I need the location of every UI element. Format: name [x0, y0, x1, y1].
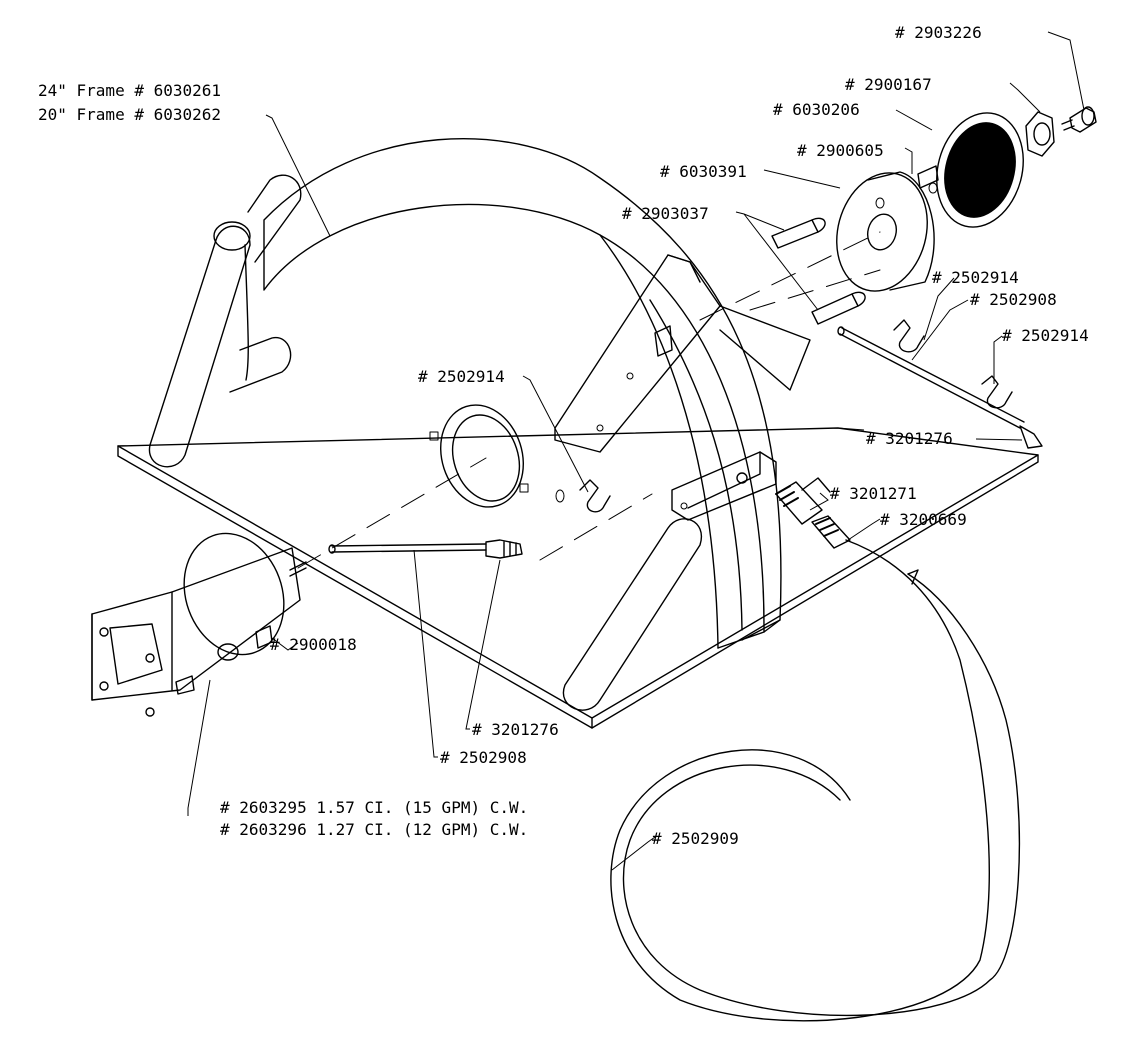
center-lines — [297, 231, 881, 569]
label-3201276-top: # 3201276 — [866, 429, 953, 448]
tube-2502908-bottom — [328, 539, 523, 559]
swivel-block — [671, 451, 777, 521]
label-3200669: # 3200669 — [880, 510, 967, 529]
leader-lines — [187, 31, 1085, 871]
hydraulic-motor — [91, 532, 307, 717]
bolt-2903037-upper — [771, 217, 826, 249]
tube-2502908-top — [837, 326, 1043, 449]
clamp-2502914-mid — [579, 479, 611, 513]
label-2502908-top: # 2502908 — [970, 290, 1057, 309]
reel-frame — [148, 138, 782, 711]
label-2502914-right: # 2502914 — [1002, 326, 1089, 345]
hub-plate-6030206 — [936, 112, 1024, 228]
bolt-2903037-lower — [811, 291, 866, 325]
fitting-3201271 — [775, 477, 831, 525]
label-3201276-bottom: # 3201276 — [472, 720, 559, 739]
label-2903037: # 2903037 — [622, 204, 709, 223]
drive-hub — [836, 165, 939, 292]
mounting-arm — [554, 254, 811, 453]
clamp-2502914-right — [981, 375, 1013, 409]
label-2903226: # 2903226 — [895, 23, 982, 42]
label-6030391: # 6030391 — [660, 162, 747, 181]
label-frame-20: 20" Frame # 6030262 — [38, 105, 221, 124]
label-2900167: # 2900167 — [845, 75, 932, 94]
label-2502914-mid: # 2502914 — [418, 367, 505, 386]
label-2900605: # 2900605 — [797, 141, 884, 160]
label-motor-15gpm: # 2603295 1.57 CI. (15 GPM) C.W. — [220, 798, 528, 817]
base-plate — [117, 427, 1039, 729]
nut-2900167 — [1025, 111, 1055, 157]
hose-2502909 — [610, 539, 1021, 1022]
label-3201271: # 3201271 — [830, 484, 917, 503]
label-2502909: # 2502909 — [652, 829, 739, 848]
clamp-2502914-top — [893, 319, 925, 353]
label-2502914-top: # 2502914 — [932, 268, 1019, 287]
label-2502908-bottom: # 2502908 — [440, 748, 527, 767]
label-6030206: # 6030206 — [773, 100, 860, 119]
callout-labels: 24" Frame # 6030261 20" Frame # 6030262 … — [38, 23, 1089, 848]
bolt-2903226 — [1061, 106, 1097, 133]
label-motor-12gpm: # 2603296 1.27 CI. (12 GPM) C.W. — [220, 820, 528, 839]
label-frame-24: 24" Frame # 6030261 — [38, 81, 221, 100]
fitting-3200669 — [811, 515, 851, 549]
label-2900018: # 2900018 — [270, 635, 357, 654]
